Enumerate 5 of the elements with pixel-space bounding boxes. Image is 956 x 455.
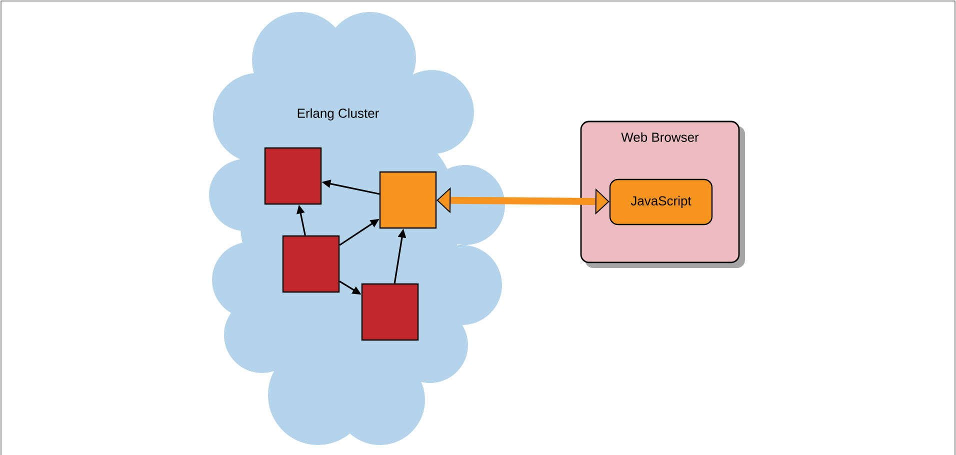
process-box: [379, 171, 437, 229]
node-box: [264, 147, 322, 205]
node-box: [282, 235, 340, 293]
cloud: Erlang Cluster: [209, 12, 505, 445]
node-box: [361, 283, 419, 341]
